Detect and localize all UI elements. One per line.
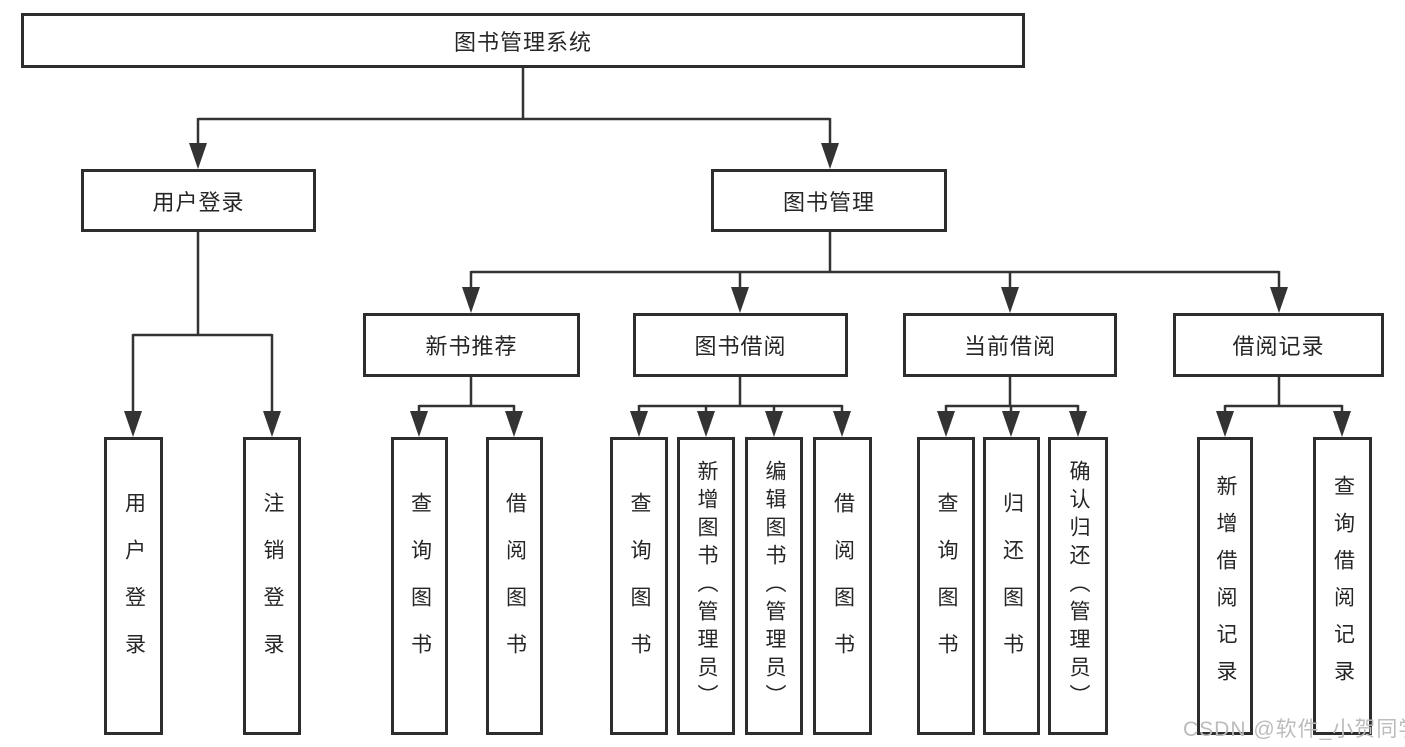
csdn-watermark: CSDN @软件_小贺同学 <box>1183 718 1405 741</box>
node-label: 图书管理 <box>782 189 875 215</box>
root-node-library-system: 图书管理系统 <box>21 13 1025 68</box>
leaf-label: 借阅图书 <box>831 492 855 680</box>
node-label: 新书推荐 <box>425 334 518 359</box>
node-book-management: 图书管理 <box>711 169 947 232</box>
root-node-label: 图书管理系统 <box>453 29 592 55</box>
node-label: 图书借阅 <box>694 334 787 359</box>
node-new-book-recommend: 新书推荐 <box>363 313 580 377</box>
node-borrow-records: 借阅记录 <box>1173 313 1384 377</box>
node-book-borrowing: 图书借阅 <box>633 313 848 377</box>
leaf-label: 查询图书 <box>935 492 958 680</box>
node-label: 用户登录 <box>152 189 245 215</box>
leaf-label: 用户登录 <box>122 492 146 680</box>
leaf-label: 查询图书 <box>408 492 432 680</box>
leaf-confirm-return-admin: 确认归还（管理员） <box>1048 437 1108 735</box>
node-label: 借阅记录 <box>1232 334 1325 359</box>
leaf-query-books-borrow: 查询图书 <box>610 437 668 735</box>
leaf-borrow-books: 借阅图书 <box>813 437 872 735</box>
leaf-add-books-admin: 新增图书（管理员） <box>677 437 735 735</box>
leaf-label: 查询图书 <box>628 492 651 680</box>
node-label: 当前借阅 <box>963 334 1056 359</box>
leaf-label: 新增图书（管理员） <box>695 460 718 712</box>
leaf-borrow-books-newbook: 借阅图书 <box>486 437 543 735</box>
leaf-add-borrow-record: 新增借阅记录 <box>1197 437 1253 735</box>
leaf-label: 归还图书 <box>1000 492 1024 680</box>
leaf-label: 注销登录 <box>261 492 284 680</box>
leaf-label: 编辑图书（管理员） <box>763 460 786 712</box>
leaf-edit-books-admin: 编辑图书（管理员） <box>745 437 803 735</box>
leaf-logout: 注销登录 <box>243 437 301 735</box>
node-user-login: 用户登录 <box>81 169 316 232</box>
leaf-user-login: 用户登录 <box>104 437 163 735</box>
leaf-return-books: 归还图书 <box>983 437 1040 735</box>
leaf-query-borrow-record: 查询借阅记录 <box>1313 437 1372 735</box>
leaf-label: 确认归还（管理员） <box>1067 460 1090 712</box>
leaf-query-books-current: 查询图书 <box>917 437 975 735</box>
leaf-label: 新增借阅记录 <box>1214 475 1237 697</box>
leaf-query-books-newbook: 查询图书 <box>391 437 448 735</box>
node-current-borrowing: 当前借阅 <box>903 313 1117 377</box>
leaf-label: 查询借阅记录 <box>1331 475 1355 697</box>
leaf-label: 借阅图书 <box>503 492 527 680</box>
arrowhead-icons <box>124 143 1351 437</box>
